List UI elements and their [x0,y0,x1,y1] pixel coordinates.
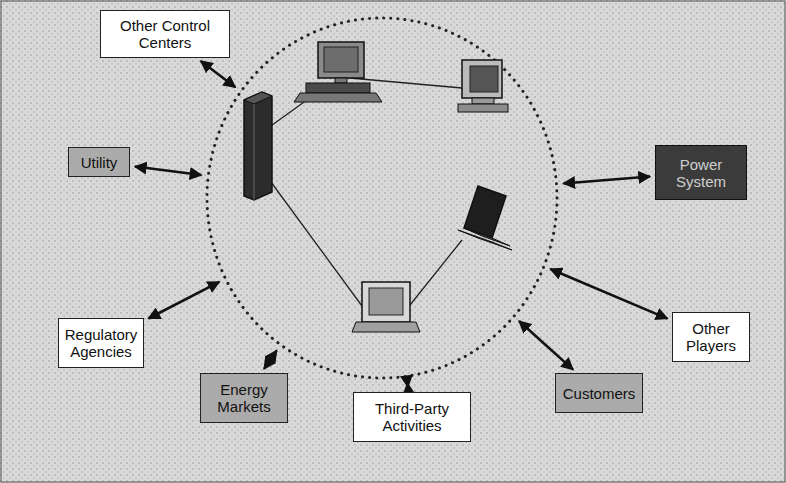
link-arrow [550,269,667,319]
workstation-monitor [458,60,508,112]
link-arrow [135,167,201,175]
entity-box: Other Control Centers [100,10,230,58]
network-wires [268,78,462,306]
link-arrow [148,282,219,319]
entity-box: Energy Markets [200,373,288,423]
network-wire [410,240,462,305]
network-wire [268,178,362,306]
entity-label: Energy Markets [206,381,282,415]
laptop [458,186,512,250]
entity-box: Other Players [672,312,750,362]
link-arrow [406,383,409,387]
desktop-computer [294,42,382,102]
link-arrow [264,350,277,368]
entity-label: Other Control Centers [106,17,224,51]
entity-label: Customers [563,385,636,402]
link-arrow [519,321,573,370]
entity-box: Power System [655,145,747,200]
terminal-monitor [352,282,420,332]
link-arrow [563,177,650,184]
entity-label: Third-Party Activities [359,400,465,434]
entity-box: Regulatory Agencies [58,318,144,368]
entity-label: Power System [661,156,741,190]
entity-box: Utility [68,147,130,177]
entity-label: Regulatory Agencies [64,326,138,360]
entity-box: Third-Party Activities [353,392,471,442]
link-arrow [201,61,236,87]
server-tower [244,92,272,200]
entity-box: Customers [555,373,643,413]
entity-label: Other Players [678,320,744,354]
dotted-boundary [207,18,557,378]
entity-label: Utility [81,154,118,171]
